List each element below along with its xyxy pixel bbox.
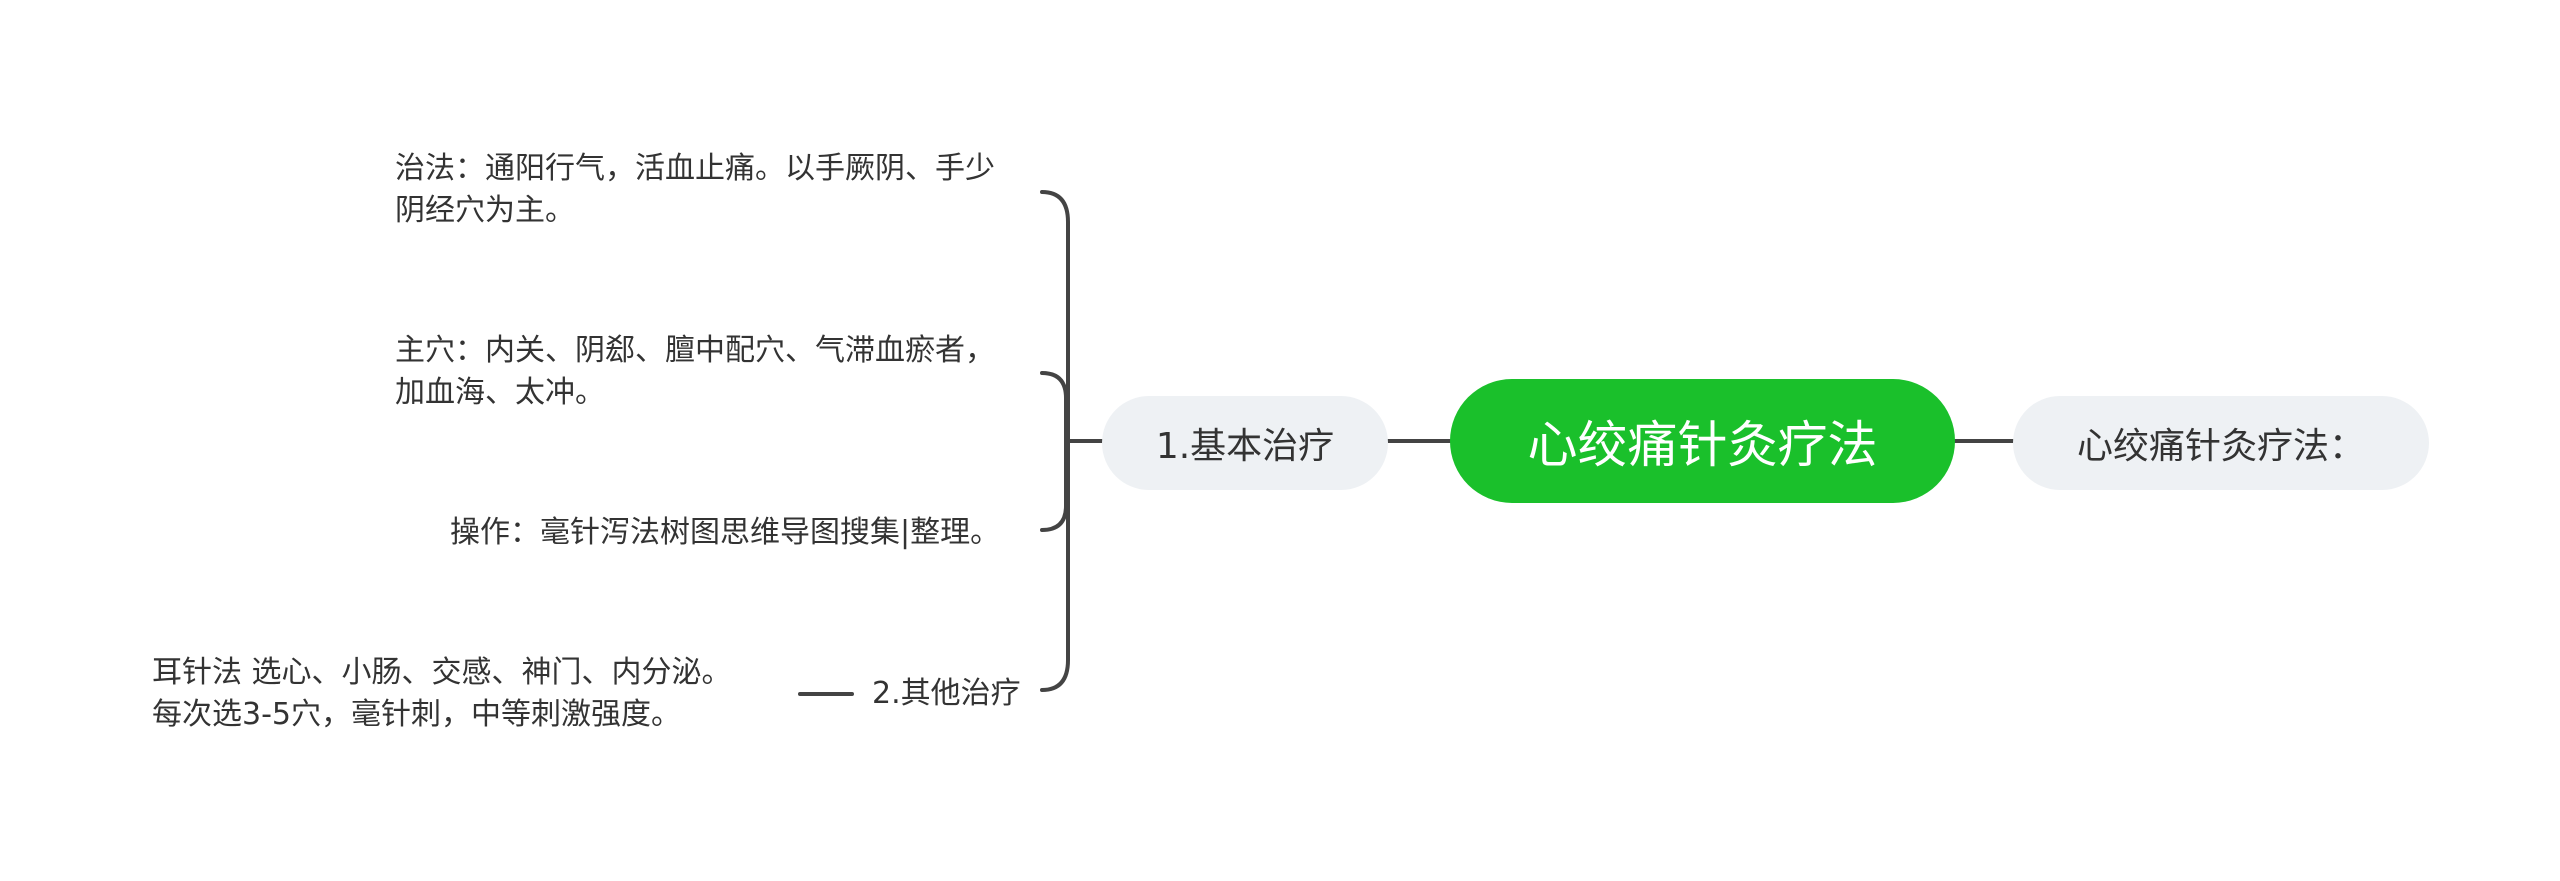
- right-branch-node[interactable]: 心绞痛针灸疗法：: [2013, 396, 2429, 490]
- operation-line-1: 操作：毫针泻法树图思维导图搜集|整理。: [450, 515, 1001, 550]
- right-branch-label: 心绞痛针灸疗法：: [2076, 426, 2365, 467]
- method-leaf[interactable]: 治法：通阳行气，活血止痛。以手厥阴、手少 阴经穴为主。: [395, 148, 995, 232]
- method-line-2: 阴经穴为主。: [395, 193, 575, 228]
- root-node[interactable]: 心绞痛针灸疗法: [1450, 379, 1955, 503]
- main-points-leaf[interactable]: 主穴：内关、阴郄、膻中配穴、气滞血瘀者， 加血海、太冲。: [395, 330, 995, 414]
- ear-acupuncture-leaf[interactable]: 耳针法 选心、小肠、交感、神门、内分泌。 每次选3-5穴，毫针刺，中等刺激强度。: [152, 652, 732, 736]
- main-points-line-2: 加血海、太冲。: [395, 375, 605, 410]
- basic-treatment-label: 1.基本治疗: [1155, 426, 1335, 467]
- basic-treatment-node[interactable]: 1.基本治疗: [1102, 396, 1388, 490]
- bracket-inner: [1040, 371, 1068, 532]
- ear-acupuncture-line-2: 每次选3-5穴，毫针刺，中等刺激强度。: [152, 697, 681, 732]
- method-line-1: 治法：通阳行气，活血止痛。以手厥阴、手少: [395, 151, 995, 186]
- ear-acupuncture-line-1: 耳针法 选心、小肠、交感、神门、内分泌。: [152, 655, 732, 690]
- root-label: 心绞痛针灸疗法: [1527, 416, 1878, 474]
- other-treatment-node[interactable]: 2.其他治疗: [872, 672, 1021, 716]
- operation-leaf[interactable]: 操作：毫针泻法树图思维导图搜集|整理。: [450, 512, 1000, 554]
- other-treatment-label: 2.其他治疗: [872, 676, 1021, 711]
- main-points-line-1: 主穴：内关、阴郄、膻中配穴、气滞血瘀者，: [395, 333, 995, 368]
